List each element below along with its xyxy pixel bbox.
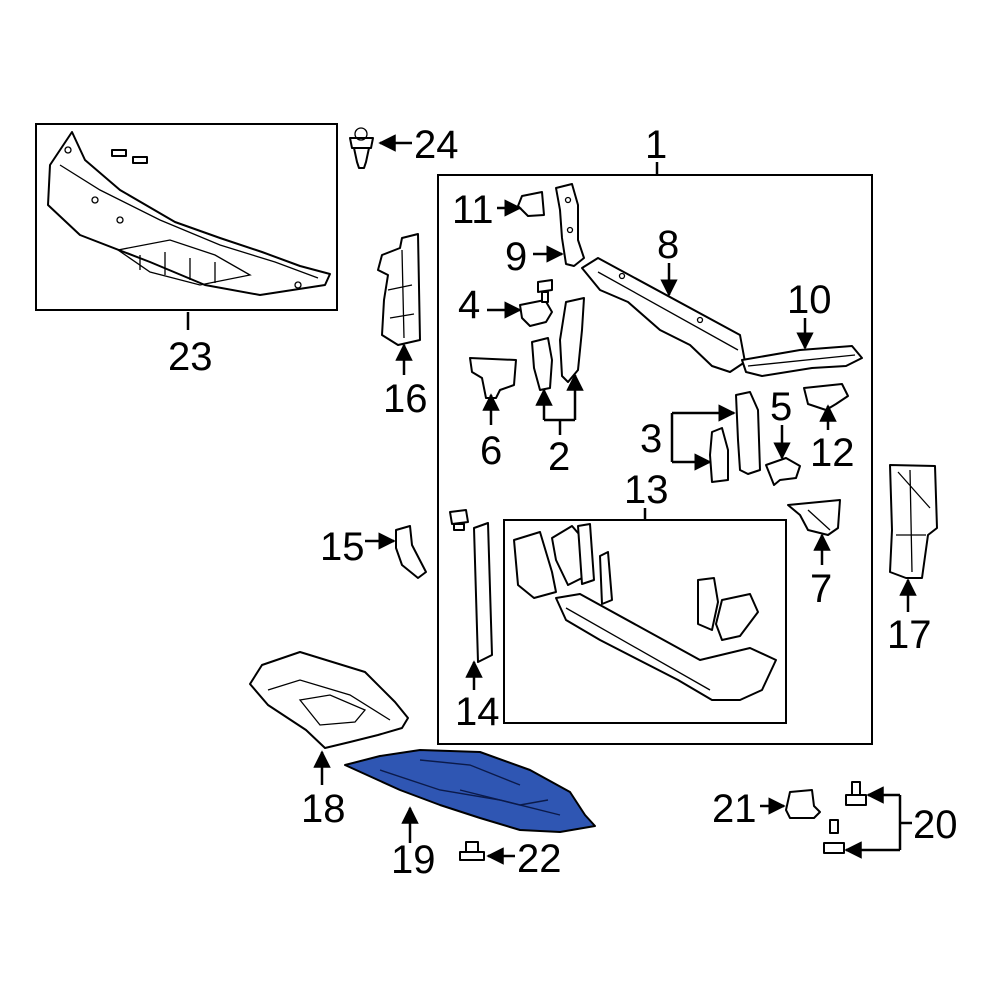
- callout-18-label: 18: [301, 787, 346, 831]
- part-23-inset-box: [35, 123, 338, 311]
- part-10-brace-drawing[interactable]: [741, 345, 863, 377]
- callout-17-label: 17: [887, 613, 932, 657]
- callout-24-label: 24: [414, 123, 459, 167]
- part-23-shield-drawing[interactable]: [47, 131, 331, 296]
- callout-11-label: 11: [452, 188, 494, 232]
- part-11-bracket-drawing[interactable]: [517, 191, 545, 217]
- part-9-support-drawing[interactable]: [555, 183, 585, 267]
- callout-8-label: 8: [657, 223, 679, 267]
- part-1-assembly-box: [437, 174, 873, 745]
- callout-3-label: 3: [640, 417, 662, 461]
- part-14-rail-drawing[interactable]: [449, 509, 493, 663]
- part-13-lower-support-drawing[interactable]: [513, 523, 777, 701]
- part-17-duct-drawing[interactable]: [889, 464, 938, 579]
- callout-10-label: 10: [787, 278, 832, 322]
- callout-19-label: 19: [391, 838, 436, 882]
- callout-22-label: 22: [517, 837, 562, 881]
- part-8-upper-support-drawing[interactable]: [581, 257, 746, 373]
- part-22-bolt-drawing[interactable]: [459, 841, 485, 861]
- part-5-bracket-drawing[interactable]: [765, 457, 801, 486]
- part-24-clip-drawing[interactable]: [349, 127, 374, 169]
- part-12-bracket-drawing[interactable]: [803, 383, 849, 411]
- callout-20-label: 20: [913, 803, 958, 847]
- part-15-hook-drawing[interactable]: [395, 525, 427, 579]
- callout-13-label: 13: [624, 468, 669, 512]
- part-6-bracket-drawing[interactable]: [469, 357, 517, 399]
- part-3-pillars-drawing[interactable]: [709, 391, 761, 483]
- callout-5-label: 5: [770, 385, 792, 429]
- callout-15-label: 15: [320, 525, 365, 569]
- callout-12-label: 12: [810, 431, 855, 475]
- callout-2-label: 2: [548, 435, 570, 479]
- callout-7-label: 7: [810, 567, 832, 611]
- part-7-bracket-drawing[interactable]: [787, 499, 841, 536]
- part-16-duct-drawing[interactable]: [377, 233, 421, 346]
- callout-21-label: 21: [712, 787, 757, 831]
- callout-6-label: 6: [480, 429, 502, 473]
- callout-23-label: 23: [168, 335, 213, 379]
- part-18-under-cover-drawing[interactable]: [249, 651, 409, 749]
- callout-14-label: 14: [455, 690, 500, 734]
- part-19-lower-cover-highlighted[interactable]: [344, 749, 596, 833]
- callout-1-label: 1: [645, 123, 667, 167]
- part-2-pillars-drawing[interactable]: [531, 297, 585, 391]
- part-21-clip-drawing[interactable]: [785, 789, 821, 819]
- callout-16-label: 16: [383, 377, 428, 421]
- part-20-bolts-drawing[interactable]: [823, 781, 867, 854]
- callout-4-label: 4: [458, 283, 480, 327]
- callout-9-label: 9: [505, 235, 527, 279]
- part-4-bracket-drawing[interactable]: [519, 279, 553, 327]
